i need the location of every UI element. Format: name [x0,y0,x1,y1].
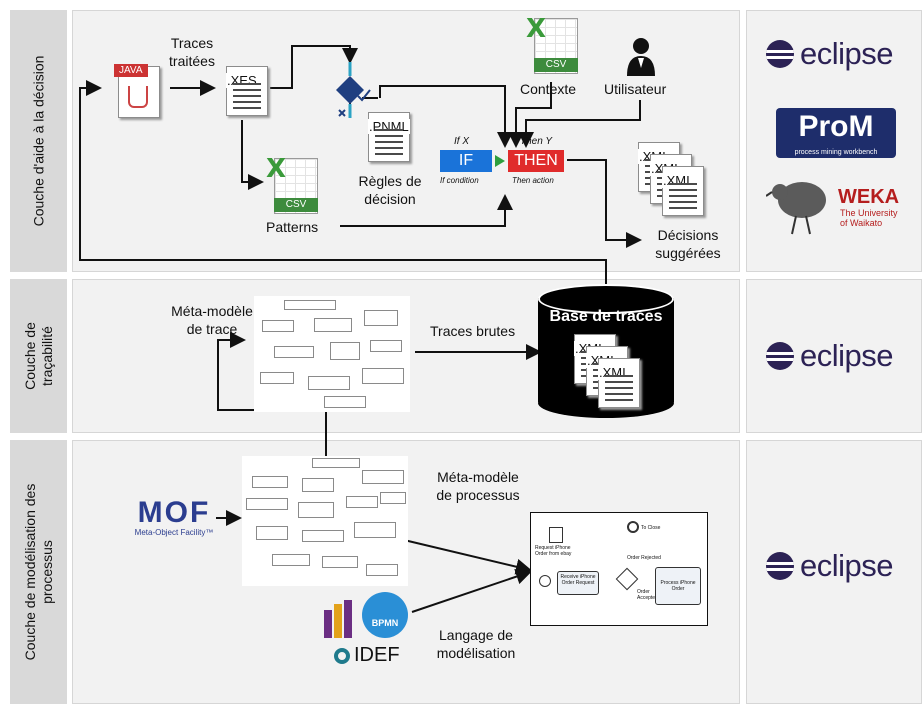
process-metamodel-diagram [242,456,408,586]
idef-icon [334,647,350,664]
contexte-label: Contexte [520,81,577,97]
traces-traitees-label: Traces traitées [169,35,215,69]
patterns-label: Patterns [266,219,319,235]
java-file-icon: JAVA [114,60,160,118]
if-box: IF [440,150,492,172]
weka-logo: WEKA The University of Waikato [766,170,916,240]
bpmn-logo: BPMN [362,592,408,638]
decision-diamond-icon [336,62,371,118]
rule-graphic: If X Then Y IF THEN If condition Then ac… [438,136,570,190]
xmi-stack-decision-icon: .XMI .XMI .XMI [638,142,708,216]
java-tag: JAVA [114,64,148,77]
eclipse-ball-icon [766,40,794,68]
xmi-stack-base-icon: .XMI .XMI .XMI [574,334,644,408]
mof-logo: MOF Meta-Object Facility™ [134,496,214,537]
prom-logo: ProM process mining workbench [776,108,896,158]
then-box: THEN [508,150,564,172]
eclipse-logo-tracabilite: eclipse [766,338,894,374]
eclipse-logo-decision: eclipse [766,36,894,72]
layer-label-modelisation: Couche de modélisation des processus [10,440,67,704]
idef-logo: IDEF [334,644,400,667]
contexte-csv-icon: X CSV [526,14,580,74]
regles-decision-label: Règles de décision [358,173,422,207]
layer-label-decision: Couche d'aide à la décision [10,10,67,272]
layer-label-tracabilite: Couche de traçabilité [10,279,67,433]
langage-modelisation-label: Langage de modélisation [436,627,516,661]
bpmn-process-diagram: Request iPhone Order from ebay Receive i… [530,512,708,626]
traces-brutes-label: Traces brutes [430,323,516,339]
uml-logo [324,600,360,640]
patterns-csv-icon: X CSV [266,154,320,214]
xes-file-icon: .XES [226,66,268,116]
meta-modele-trace-label: Méta-modèle de trace [171,303,253,337]
user-icon [627,38,655,76]
eclipse-ball-icon [766,342,794,370]
weka-bird-icon [766,182,826,235]
decisions-suggerees-label: Décisions suggérées [655,227,721,261]
eclipse-ball-icon [766,552,794,580]
trace-metamodel-diagram [254,296,410,412]
eclipse-logo-modelisation: eclipse [766,548,894,584]
pnml-file-icon: .PNML [368,112,410,162]
base-de-traces-label: Base de traces [549,308,663,325]
meta-modele-processus-label: Méta-modèle de processus [436,469,520,503]
base-de-traces-icon: Base de traces .XMI .XMI .XMI [538,284,674,418]
rule-arrow-icon [495,155,505,167]
utilisateur-label: Utilisateur [604,81,667,97]
